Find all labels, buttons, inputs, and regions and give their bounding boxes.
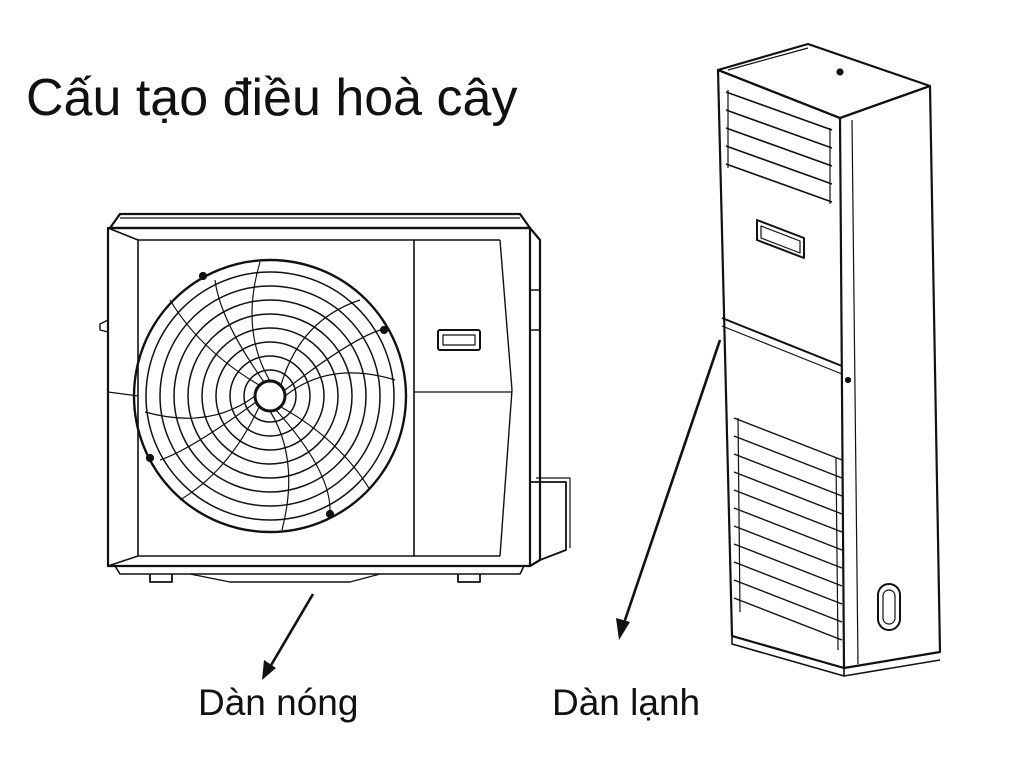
indoor-unit-label: Dàn lạnh: [552, 682, 701, 723]
arrow-to-outdoor-label: [262, 593, 315, 680]
indoor-unit-illustration: [716, 42, 942, 677]
diagram-title: Cấu tạo điều hoà cây: [26, 69, 518, 127]
arrow-to-indoor-label: [616, 339, 722, 640]
outdoor-unit-illustration: [99, 212, 571, 583]
fan-grille: [132, 258, 408, 534]
outdoor-unit-label: Dàn nóng: [198, 682, 359, 723]
